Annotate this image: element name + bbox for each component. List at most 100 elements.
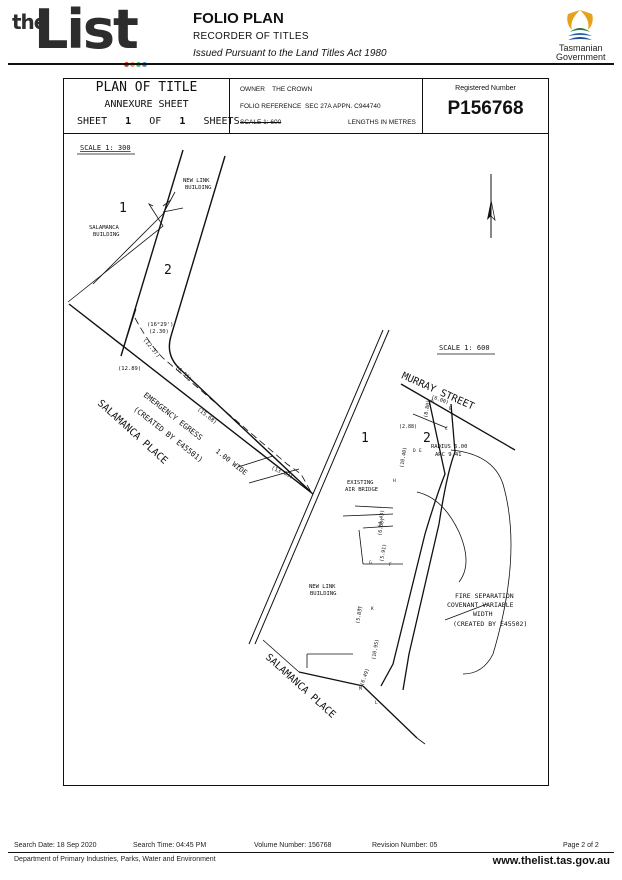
sheets-total: 1: [179, 116, 186, 127]
lot-1-upper: 1: [119, 201, 127, 216]
issued-note: Issued Pursuant to the Land Titles Act 1…: [193, 48, 387, 59]
point-k: K: [371, 606, 374, 612]
dim-12-37: (12.37): [141, 337, 161, 359]
plan-header-row: [63, 78, 549, 134]
website-link[interactable]: www.thelist.tas.gov.au: [492, 855, 610, 867]
dim-6-55: (6.55): [174, 365, 193, 383]
owner-value: THE CROWN: [272, 86, 313, 93]
dim-16-29: (16°29'): [147, 322, 174, 328]
tasmanian-government-emblem-icon: [567, 10, 593, 40]
dim-15-68: (15.68): [196, 407, 218, 426]
revision-number: Revision Number: 05: [372, 842, 438, 849]
dim-8-80: (8.80): [423, 400, 432, 419]
fire-separation-line4: (CREATED BY E45502): [453, 620, 527, 628]
boundary-line-1: [248, 329, 384, 645]
logo-list: List: [34, 0, 139, 61]
scale-600-label: SCALE 1: 600: [439, 344, 490, 352]
page-subtitle: RECORDER OF TITLES: [193, 31, 309, 42]
scale-struck: SCALE 1: 600: [240, 119, 282, 126]
point-e: E: [419, 448, 422, 454]
point-h: H: [393, 478, 396, 484]
registered-number: P156768: [447, 98, 524, 119]
point-c: C: [445, 426, 448, 432]
salamanca-building-line2: BUILDING: [93, 232, 120, 238]
new-link-upper-line1: NEW LINK: [183, 178, 210, 184]
department-name: Department of Primary Industries, Parks,…: [14, 856, 216, 863]
logo-the: the: [12, 10, 47, 34]
logo-dots: [124, 52, 148, 71]
search-date: Search Date: 18 Sep 2020: [14, 842, 97, 849]
dim-2-88: (2.88): [399, 424, 417, 430]
gov-text: Tasmanian Government: [556, 44, 606, 62]
salamanca-building-line1: SALAMANCA: [89, 225, 119, 231]
lot-1-lower: 1: [361, 431, 369, 446]
arc-label: ARC 9.41: [435, 452, 462, 458]
lower-plan: [262, 383, 516, 745]
plan-header-left-cell: [63, 78, 230, 134]
point-b: B: [449, 406, 452, 412]
point-j: J: [357, 606, 360, 612]
dim-5-85: (5.85): [355, 606, 364, 625]
folio-ref-row: FOLIO REFERENCE SEC 27A APPN. C944740: [240, 103, 381, 110]
point-l: L: [375, 700, 378, 706]
annexure-label: ANNEXURE SHEET: [104, 99, 189, 110]
new-link-lower-line1: NEW LINK: [309, 584, 336, 590]
new-link-lower-line2: BUILDING: [310, 591, 337, 597]
radius-label: RADIUS 6.00: [431, 444, 467, 450]
thelist-logo: the List: [12, 0, 152, 67]
point-m: M: [359, 686, 362, 692]
boundary-line-2: [254, 329, 390, 645]
sheet-word: SHEET: [77, 116, 108, 127]
dim-10-40: (10.40): [399, 447, 409, 469]
search-time: Search Time: 04:45 PM: [133, 842, 207, 849]
emergency-egress-line3: 1.00 WIDE: [214, 447, 249, 477]
murray-street: MURRAY STREET: [400, 371, 476, 413]
footer-rule: [8, 852, 614, 853]
owner-row: OWNER THE CROWN: [240, 86, 312, 93]
dim-10-95: (10.95): [371, 639, 381, 661]
existing-air-bridge-line2: AIR BRIDGE: [345, 487, 378, 493]
dim-5-91: (5.91): [379, 544, 388, 563]
gov-line-1: Tasmanian: [559, 43, 603, 53]
fire-separation-line3: WIDTH: [473, 610, 493, 618]
owner-label: OWNER: [240, 86, 265, 93]
fire-separation-line2: COVENANT VARIABLE: [447, 601, 514, 609]
header-rule: [8, 63, 614, 65]
dim-6-00: (6.00): [430, 394, 449, 406]
dim-6-49: (6.49): [359, 668, 371, 687]
new-link-upper-line2: BUILDING: [185, 185, 212, 191]
plan-header-right-cell: [422, 78, 549, 134]
salamanca-place-lower: SALAMANCA PLACE: [263, 652, 337, 721]
sheet-num: 1: [125, 116, 132, 127]
plan-title: PLAN OF TITLE: [95, 80, 198, 95]
folio-ref-value: SEC 27A APPN. C944740: [305, 103, 381, 110]
volume-number: Volume Number: 156768: [254, 842, 332, 849]
lot-2-upper: 2: [164, 263, 172, 278]
gov-line-2: Government: [556, 52, 606, 62]
point-a: A: [431, 398, 434, 404]
dim-4-43: (4.43): [377, 510, 386, 529]
dim-12-89: (12.89): [118, 366, 141, 372]
point-f: F: [389, 562, 392, 568]
page-title: FOLIO PLAN: [193, 10, 284, 27]
page-number: Page 2 of 2: [563, 842, 599, 849]
plan-drawing: SCALE 1: 300 SCALE 1: 600 1 2 SALAMANCA …: [67, 144, 527, 745]
sheets-word: SHEETS: [203, 116, 240, 127]
existing-air-bridge-line1: EXISTING: [347, 480, 374, 486]
folio-ref-label: FOLIO REFERENCE: [240, 103, 302, 110]
dim-13-63: (13.63): [270, 465, 294, 480]
lengths-note: LENGTHS IN METRES: [348, 119, 416, 126]
north-arrow-icon: [487, 174, 496, 238]
point-g: G: [369, 560, 372, 566]
plan-frame: [63, 78, 549, 786]
sheet-count: SHEET 1 OF 1 SHEETS: [77, 116, 240, 127]
fire-separation-line1: FIRE SEPARATION: [455, 592, 514, 600]
scale-300-label: SCALE 1: 300: [80, 144, 131, 152]
of-word: OF: [149, 116, 162, 127]
upper-plan: [67, 149, 314, 495]
dim-6-50: (6.50): [377, 518, 386, 537]
lot-2-lower: 2: [423, 431, 431, 446]
registered-label: Registered Number: [455, 85, 516, 92]
point-d: D: [413, 448, 416, 454]
dim-2-30: (2.30): [149, 329, 169, 335]
